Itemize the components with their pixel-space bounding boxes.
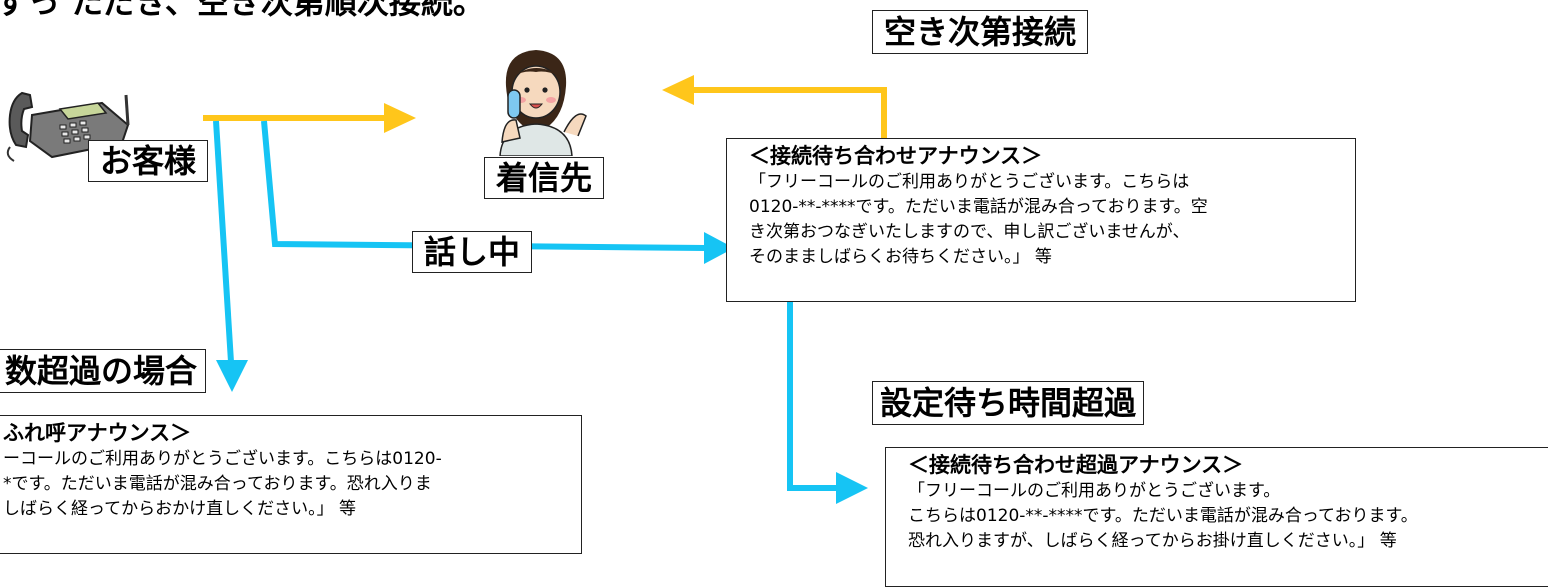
connect-when-free-label: 空き次第接続: [872, 10, 1088, 54]
header-title: ずっ ただき、空き次第順次接続。: [0, 0, 485, 21]
wait-announcement-title: ＜接続待ち合わせアナウンス＞: [749, 144, 1043, 168]
wait-announcement-line: き次第おつなぎいたしますので、申し訳ございませんが、: [749, 222, 1190, 242]
timeout-announcement-line: こちらは0120-**-****です。ただいま電話が混み合っております。: [908, 506, 1418, 526]
arrowhead-customer-to-callee: [384, 103, 416, 133]
wait-announcement-line: 0120-**-****です。ただいま電話が混み合っております。空: [749, 197, 1208, 217]
arrowhead-connect-when-free: [662, 75, 694, 105]
arrowhead-timeout: [836, 472, 868, 504]
busy-label: 話し中: [412, 231, 532, 273]
timeout-announcement-line: 恐れ入りますが、しばらく経ってからお掛け直しください。」 等: [908, 531, 1397, 551]
wait-announcement-line: そのまましばらくお待ちください。」 等: [749, 247, 1052, 267]
callee-label: 着信先: [484, 157, 604, 199]
wait-announcement-line: 「フリーコールのご利用ありがとうございます。こちらは: [749, 172, 1190, 192]
overflow-announcement-line: しばらく経ってからおかけ直しください。」 等: [3, 499, 357, 519]
overflow-announcement-line: *です。ただいま電話が混み合っております。恐れ入りま: [3, 474, 432, 494]
overflow-announcement-line: ーコールのご利用ありがとうございます。こちらは0120-: [3, 449, 442, 469]
timeout-announcement-box: ＜接続待ち合わせ超過アナウンス＞ 「フリーコールのご利用ありがとうございます。 …: [885, 447, 1548, 587]
wait-announcement-box: ＜接続待ち合わせアナウンス＞ 「フリーコールのご利用ありがとうございます。こちら…: [726, 138, 1356, 302]
over-limit-label: 数超過の場合: [0, 349, 206, 393]
arrowhead-busy: [704, 232, 734, 264]
overflow-announcement-title: ふれ呼アナウンス＞: [3, 421, 192, 445]
wait-timeout-label: 設定待ち時間超過: [872, 381, 1144, 425]
arrowhead-overflow: [216, 360, 248, 392]
flow-overflow: [213, 120, 234, 363]
overflow-announcement-box: ふれ呼アナウンス＞ ーコールのご利用ありがとうございます。こちらは0120- *…: [0, 415, 582, 554]
operator-icon: [499, 50, 587, 156]
timeout-announcement-line: 「フリーコールのご利用ありがとうございます。: [908, 481, 1281, 501]
flow-busy: [261, 120, 707, 251]
timeout-announcement-title: ＜接続待ち合わせ超過アナウンス＞: [908, 453, 1244, 477]
flow-timeout: [787, 302, 838, 491]
flow-connect-when-free: [692, 87, 887, 138]
customer-label: お客様: [88, 140, 208, 182]
